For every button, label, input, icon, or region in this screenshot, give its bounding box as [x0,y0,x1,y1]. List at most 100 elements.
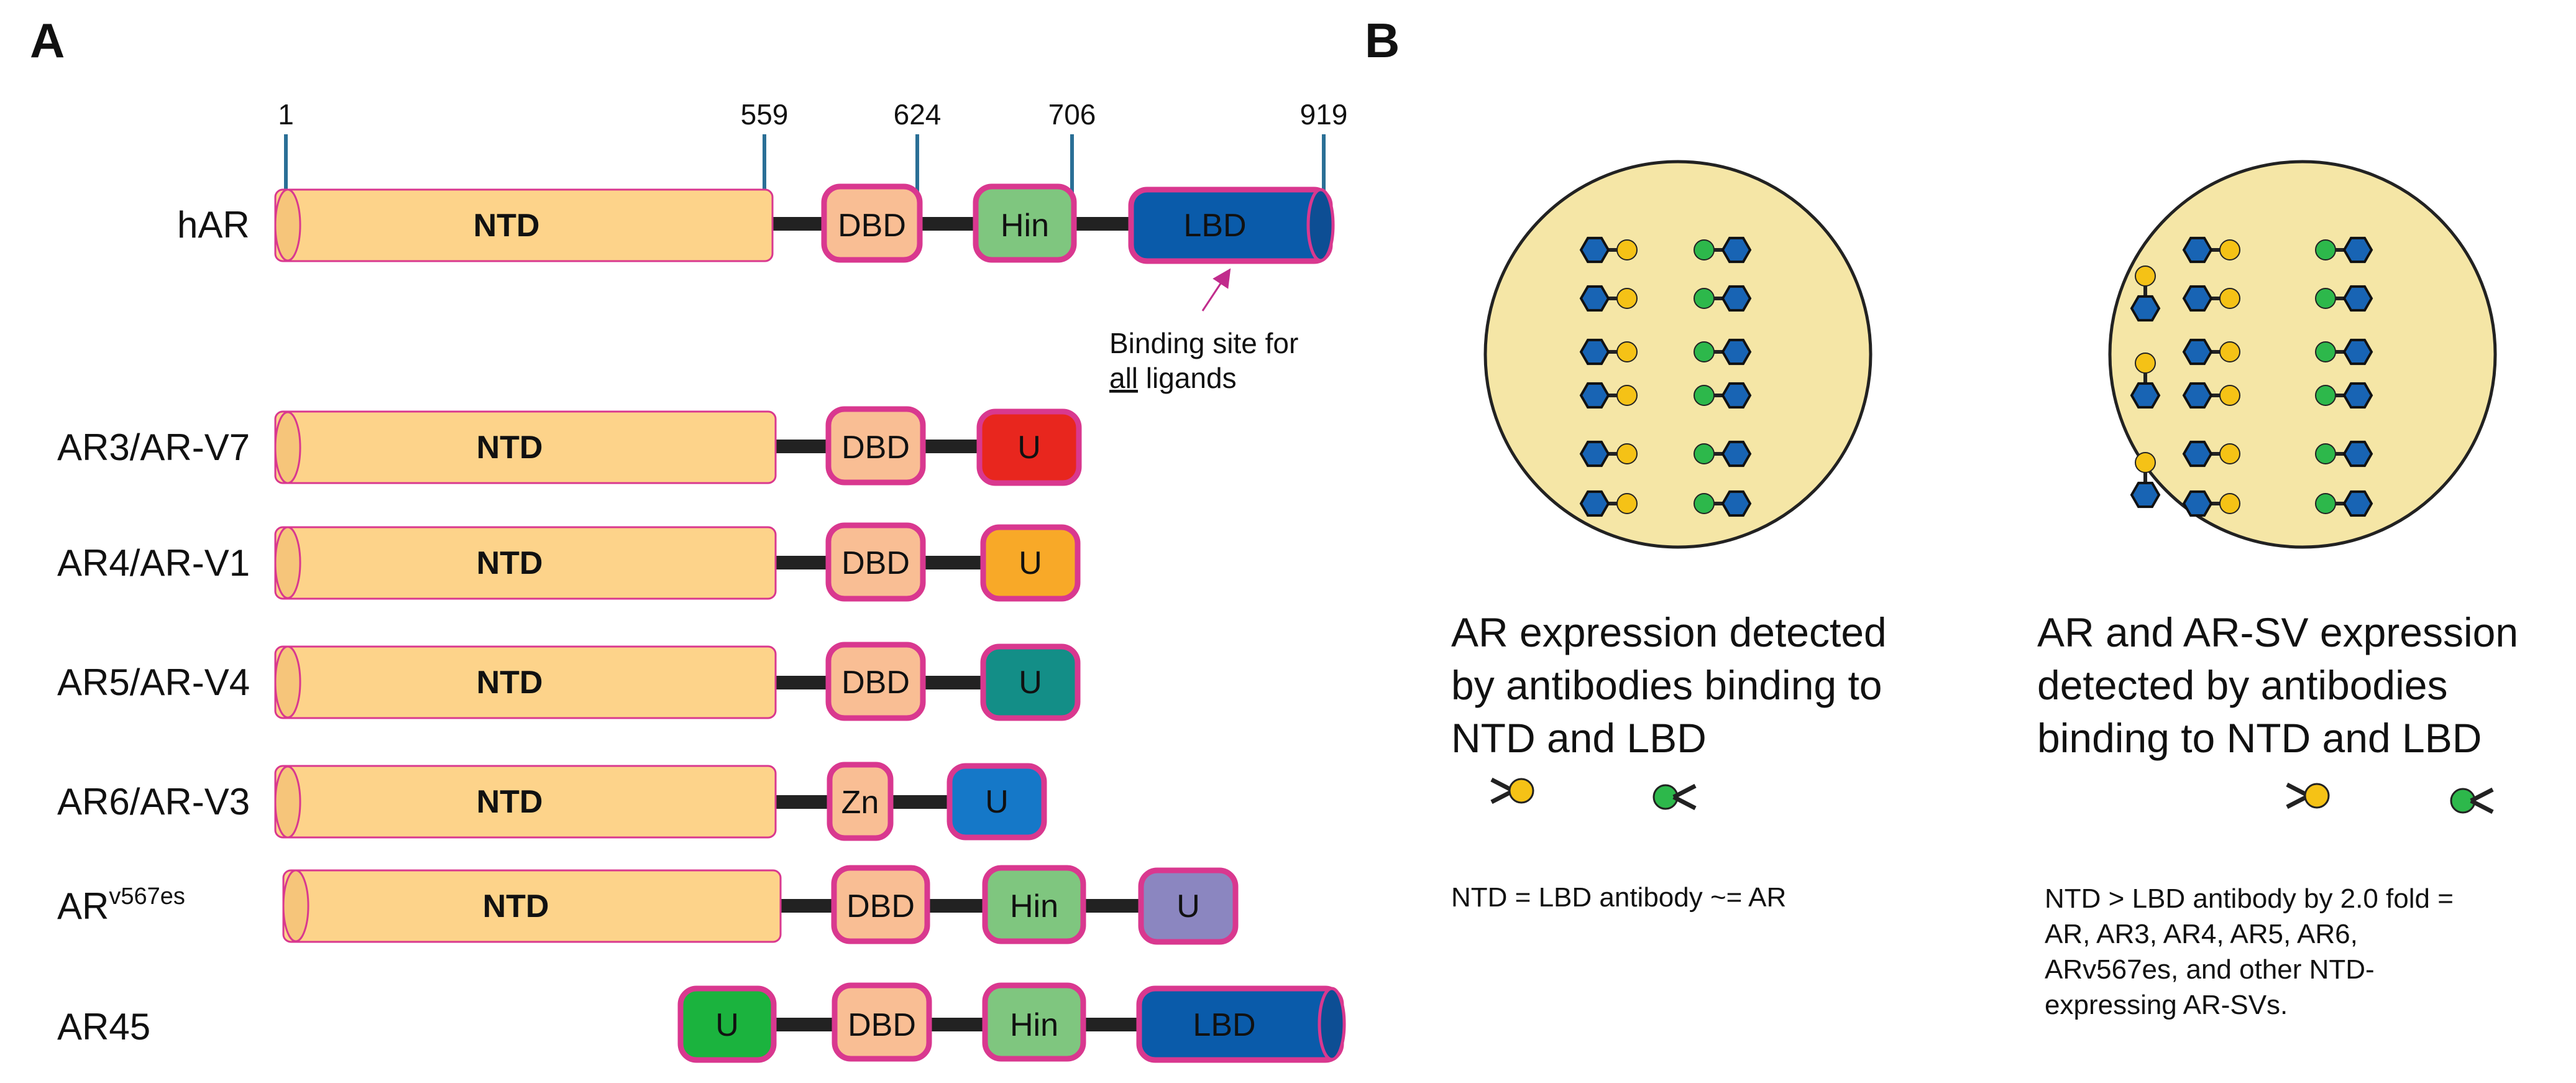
ntd-antibody-receptor-icon [2182,236,2240,264]
ntd-antibody-receptor-icon [2130,265,2161,322]
domain-label: NTD [474,208,540,244]
lbd-antibody-receptor-icon [1694,285,1752,312]
domain-label: LBD [1183,208,1246,244]
lbd-antibody-receptor-icon [1694,382,1752,409]
annotation-line-2: all ligands [1109,362,1237,394]
ntd-antibody-receptor-icon [1579,236,1638,264]
row-ar6: AR6/AR-V3 NTD Zn U [57,762,1047,841]
legend-lbd-antibody-left [1652,783,1697,811]
domain-label: Hin [1001,208,1049,244]
dbd-domain: DBD [832,982,932,1062]
row-ar45: AR45 U DBD Hin LBD [57,982,1346,1063]
row-label: hAR [177,204,250,246]
caption-line: detected by antibodies [2037,662,2447,708]
position-label-1: 1 [278,98,294,131]
row-label: AR3/AR-V7 [57,426,250,468]
row-label: AR45 [57,1006,150,1048]
caption-line: NTD and LBD [1451,715,1707,761]
unique-domain: U [980,643,1081,721]
dbd-domain: DBD [821,183,923,263]
panel-b: B AR expression detected by antibodies b… [1365,13,2518,1020]
row-ar4: AR4/AR-V1 NTD DBD U [57,522,1081,602]
right-antibody-group [2130,236,2373,517]
cell-circle-right [2108,160,2497,549]
ntd-antibody-receptor-icon [1579,440,1638,468]
domain-label: NTD [477,665,543,701]
position-label-624: 624 [894,98,942,131]
ntd-antibody-receptor-icon [2182,285,2240,312]
lbd-antibody-receptor-icon [1694,440,1752,468]
caption-line: AR and AR-SV expression [2037,609,2518,655]
position-ticks: 1 559 624 706 919 [278,98,1347,196]
ntd-antibody-receptor-icon [2182,440,2240,468]
position-label-919: 919 [1300,98,1348,131]
domain-label: NTD [477,430,543,466]
domain-label: DBD [841,665,910,701]
hinge-domain: Hin [973,183,1077,263]
note-line: ARv567es, and other NTD- [2045,954,2375,985]
note-line: AR, AR3, AR4, AR5, AR6, [2045,919,2358,949]
ntd-antibody-receptor-icon [2182,338,2240,366]
annotation-rest: ligands [1138,362,1237,394]
dbd-domain: DBD [825,522,926,602]
domain-label: DBD [848,1007,916,1043]
row-arv567es: ARv567es NTD DBD Hin U [57,865,1239,945]
ntd-domain: NTD [274,526,777,600]
row-label: AR6/AR-V3 [57,781,250,823]
ntd-domain: NTD [274,765,777,839]
lbd-antibody-receptor-icon [2315,490,2373,517]
hinge-domain: Hin [982,865,1086,944]
hinge-domain: Hin [982,982,1086,1062]
dbd-domain: DBD [831,865,930,944]
note-line: expressing AR-SVs. [2045,990,2288,1020]
ntd-antibody-receptor-icon [2182,490,2240,517]
domain-label: NTD [477,545,543,581]
lbd-antibody-receptor-icon [2315,285,2373,312]
lbd-antibody-receptor-icon [2315,338,2373,366]
domain-label: DBD [838,208,906,244]
unique-domain: U [1138,867,1239,945]
annotation-arrow [1201,268,1231,311]
domain-label: U [1019,665,1042,701]
unique-domain: U [947,763,1047,841]
domain-label: U [1019,545,1042,581]
ntd-antibody-receptor-icon [1579,285,1638,312]
ntd-antibody-receptor-icon [2130,353,2161,409]
right-caption: AR and AR-SV expression detected by anti… [2037,609,2518,761]
left-antibody-group [1579,236,1752,517]
row-label-base: AR [57,885,109,927]
annotation-underlined-word: all [1109,362,1138,394]
lbd-antibody-receptor-icon [1694,236,1752,264]
position-label-559: 559 [741,98,789,131]
dbd-domain: DBD [825,642,926,721]
lbd-antibody-receptor-icon [2315,236,2373,264]
left-note: NTD = LBD antibody ~= AR [1451,882,1786,913]
row-ar3: AR3/AR-V7 NTD DBD U [57,406,1082,486]
caption-line: AR expression detected [1451,609,1887,655]
note-line: NTD > LBD antibody by 2.0 fold = [2045,883,2454,914]
row-label: AR4/AR-V1 [57,542,250,584]
lbd-domain: LBD [1128,187,1335,264]
caption-line: by antibodies binding to [1451,662,1882,708]
domain-label: DBD [841,430,910,466]
lbd-antibody-receptor-icon [2315,440,2373,468]
domain-label: Zn [841,785,879,821]
domain-label: Hin [1010,888,1058,924]
domain-label: DBD [841,545,910,581]
cell-circle-left [1483,160,1872,549]
domain-label: U [715,1007,739,1043]
panel-a-letter: A [30,13,65,68]
domain-label: U [985,784,1009,820]
domain-label: DBD [846,888,915,924]
left-caption: AR expression detected by antibodies bin… [1451,609,1887,761]
ntd-antibody-receptor-icon [2130,452,2161,509]
row-label: AR5/AR-V4 [57,661,250,703]
lbd-antibody-receptor-icon [1694,490,1752,517]
zinc-finger-domain: Zn [827,762,894,841]
ntd-domain: NTD [282,869,782,943]
unique-domain: U [976,408,1082,486]
unique-domain: U [980,524,1081,602]
caption-line: binding to NTD and LBD [2037,715,2482,761]
domain-label: U [1017,430,1041,466]
domain-label: Hin [1010,1007,1058,1043]
